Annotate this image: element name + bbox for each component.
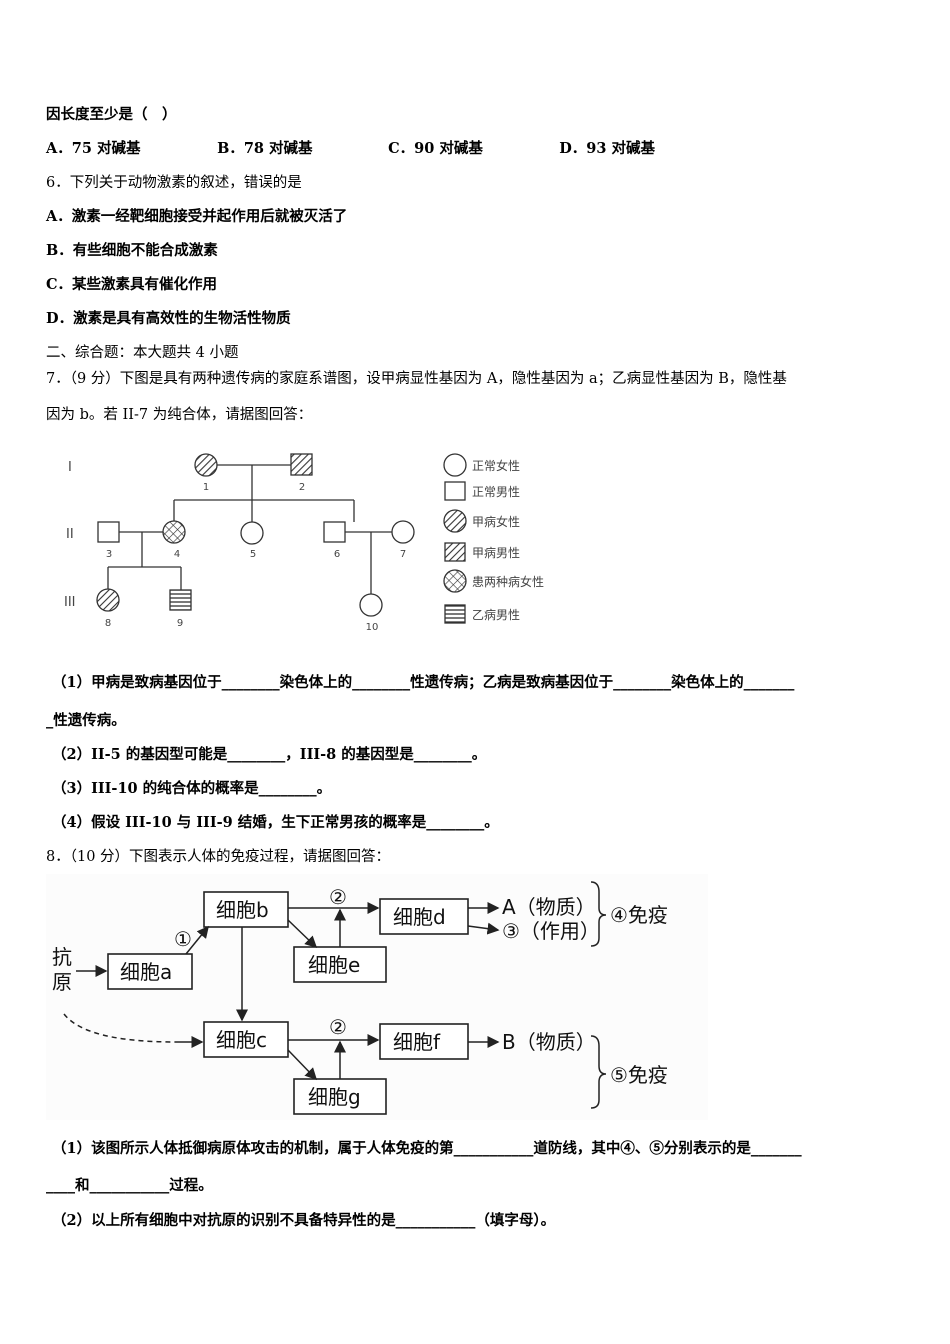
- product-3: ③（作用）: [502, 919, 600, 943]
- pedigree-i2: [290, 453, 313, 476]
- q7-sub2: （2）II-5 的基因型可能是________，III-8 的基因型是_____…: [52, 746, 487, 763]
- pedigree-ii7: [391, 520, 415, 544]
- q7-sub1-line1: （1）甲病是致病基因位于________染色体上的________性遗传病；乙病…: [52, 674, 795, 691]
- pedigree-ii5: [240, 521, 264, 545]
- pedigree-ii3: [97, 521, 120, 543]
- id-8: 8: [105, 618, 111, 629]
- q6-stem: 6．下列关于动物激素的叙述，错误的是: [46, 175, 302, 191]
- pedigree-chart: I II III 1 2 3 4 5 6 7 8 9 10 正常女性 正常男性 …: [64, 453, 544, 633]
- cell-e: 细胞e: [308, 953, 360, 977]
- id-10: 10: [366, 622, 379, 633]
- immunity-4: ④免疫: [610, 903, 668, 927]
- legend-normal-female-icon: [443, 453, 467, 477]
- legend-a-female: 甲病女性: [472, 514, 520, 529]
- cell-f: 细胞f: [393, 1030, 441, 1054]
- step-2-bottom: ②: [329, 1015, 347, 1039]
- id-1: 1: [203, 482, 209, 493]
- q6-option-b: B．有些细胞不能合成激素: [46, 242, 218, 259]
- q7-stem-line1: 7．（9 分）下图是具有两种遗传病的家庭系谱图，设甲病显性基因为 A，隐性基因为…: [46, 371, 787, 387]
- q8-sub1-line2: ____和___________过程。: [46, 1177, 213, 1194]
- id-4: 4: [174, 549, 180, 560]
- q5-stem-tail: 因长度至少是（ ）: [46, 106, 177, 123]
- gen-label-i: I: [68, 460, 72, 475]
- cell-b: 细胞b: [216, 898, 269, 922]
- product-a: A（物质）: [502, 895, 596, 919]
- q5-option-c: C．90 对碱基: [388, 140, 483, 157]
- q6-option-d: D．激素是具有高效性的生物活性物质: [46, 310, 291, 327]
- cell-a: 细胞a: [120, 960, 172, 984]
- pedigree-ii4: [162, 520, 186, 544]
- immunity-5: ⑤免疫: [610, 1063, 668, 1087]
- id-7: 7: [400, 549, 406, 560]
- gen-label-ii: II: [66, 527, 74, 542]
- legend-a-female-icon: [443, 509, 467, 533]
- q5-option-b: B．78 对碱基: [217, 140, 313, 157]
- q7-sub1-line2: _性遗传病。: [46, 712, 126, 729]
- pedigree-iii8: [96, 588, 120, 612]
- q5-option-a: A．75 对碱基: [46, 140, 141, 157]
- legend-a-male-icon: [444, 542, 466, 562]
- legend-b-male: 乙病男性: [472, 607, 520, 622]
- legend-a-male: 甲病男性: [472, 545, 520, 560]
- legend-normal-male-icon: [444, 481, 466, 501]
- q8-sub1-line1: （1）该图所示人体抵御病原体攻击的机制，属于人体免疫的第___________道…: [52, 1140, 802, 1157]
- pedigree-i1: [194, 453, 218, 477]
- pedigree-iii10: [359, 593, 383, 617]
- step-2-top: ②: [329, 885, 347, 909]
- gen-label-iii: III: [64, 595, 76, 610]
- q7-sub4: （4）假设 III-10 与 III-9 结婚，生下正常男孩的概率是______…: [52, 814, 499, 831]
- legend-b-male-icon: [444, 604, 466, 624]
- legend-normal-male: 正常男性: [472, 485, 520, 499]
- cell-c: 细胞c: [216, 1028, 267, 1052]
- cell-g: 细胞g: [308, 1085, 361, 1109]
- id-2: 2: [299, 482, 305, 493]
- pedigree-ii6: [323, 521, 346, 543]
- section-title: 二、综合题：本大题共 4 小题: [46, 345, 239, 361]
- q7-sub3: （3）III-10 的纯合体的概率是________。: [52, 780, 332, 797]
- id-3: 3: [106, 549, 112, 560]
- q6-option-a: A．激素一经靶细胞接受并起作用后就被灭活了: [46, 208, 348, 225]
- pedigree-iii9: [169, 589, 192, 611]
- q8-sub2: （2）以上所有细胞中对抗原的识别不具备特异性的是___________（填字母）…: [52, 1212, 556, 1229]
- id-6: 6: [334, 549, 340, 560]
- product-b: B（物质）: [502, 1030, 596, 1054]
- q5-option-d: D．93 对碱基: [559, 140, 655, 157]
- id-5: 5: [250, 549, 256, 560]
- step-1: ①: [174, 927, 192, 951]
- legend-both-female-icon: [443, 569, 467, 593]
- q7-stem-line2: 因为 b。若 II-7 为纯合体，请据图回答：: [46, 407, 313, 423]
- id-9: 9: [177, 618, 183, 629]
- q8-stem: 8．（10 分）下图表示人体的免疫过程，请据图回答：: [46, 849, 391, 865]
- antigen-label-2: 原: [52, 970, 72, 994]
- q5-options: A．75 对碱基 B．78 对碱基 C．90 对碱基 D．93 对碱基: [46, 137, 655, 158]
- antigen-label-1: 抗: [52, 945, 72, 969]
- q6-option-c: C．某些激素具有催化作用: [46, 276, 218, 293]
- cell-d: 细胞d: [393, 905, 446, 929]
- legend-both-female: 患两种病女性: [472, 574, 544, 589]
- legend-normal-female: 正常女性: [472, 458, 520, 473]
- immune-diagram: 抗 原 细胞a 细胞b 细胞e 细胞d 细胞c 细胞f 细胞g ① ② ② A（…: [46, 874, 708, 1120]
